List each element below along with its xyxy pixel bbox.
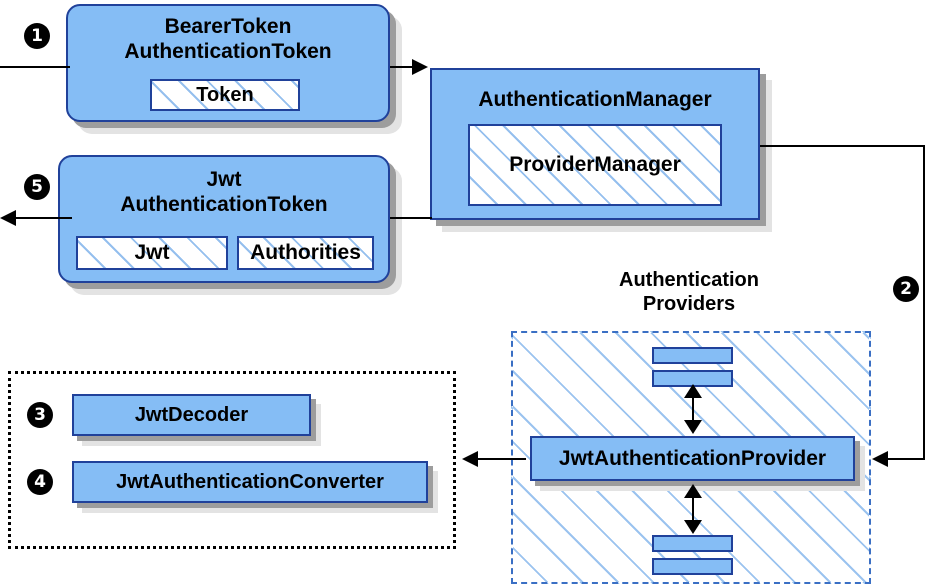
inner-box-provider-manager[interactable]: ProviderManager xyxy=(468,124,722,206)
arrowhead-into-provider xyxy=(872,451,888,467)
connector-provider-to-helpers xyxy=(478,458,526,460)
connector-provider-bottom xyxy=(692,488,694,532)
node-title-bearer-token: BearerToken AuthenticationToken xyxy=(124,15,332,63)
inner-box-token[interactable]: Token xyxy=(150,79,300,111)
provider-placeholder-bar-top-1 xyxy=(652,347,733,364)
inner-box-authorities-label: Authorities xyxy=(250,241,361,264)
step-marker-3: 3 xyxy=(27,402,53,428)
node-title-jwt-authentication-provider: JwtAuthenticationProvider xyxy=(558,446,827,470)
connector-bearer-to-manager xyxy=(390,66,422,68)
node-title-jwt-authentication-converter: JwtAuthenticationConverter xyxy=(116,470,384,493)
step-marker-2-label: 2 xyxy=(900,278,912,299)
connector-manager-out xyxy=(760,145,925,147)
inner-box-token-label: Token xyxy=(196,83,254,106)
step-marker-3-label: 3 xyxy=(34,404,46,425)
inner-box-authorities[interactable]: Authorities xyxy=(237,236,374,270)
step-marker-1: 1 xyxy=(24,23,50,49)
inner-box-jwt[interactable]: Jwt xyxy=(76,236,228,270)
connector-request-in xyxy=(0,66,70,68)
node-jwt-authentication-provider[interactable]: JwtAuthenticationProvider xyxy=(530,436,855,481)
node-title-jwt-authentication-token: Jwt AuthenticationToken xyxy=(120,168,328,216)
helpers-container xyxy=(8,371,456,549)
provider-placeholder-bar-bottom-2 xyxy=(652,558,733,575)
step-marker-2: 2 xyxy=(893,276,919,302)
step-marker-4-label: 4 xyxy=(34,471,46,492)
connector-response-out xyxy=(14,217,72,219)
node-title-authentication-manager: AuthenticationManager xyxy=(478,88,712,111)
label-authentication-providers: Authentication Providers xyxy=(619,269,759,315)
node-jwt-authentication-converter[interactable]: JwtAuthenticationConverter xyxy=(72,461,428,503)
node-title-jwt-decoder: JwtDecoder xyxy=(134,403,249,426)
arrowhead-provider-top-down xyxy=(684,420,702,434)
arrowhead-response-out xyxy=(0,210,16,226)
inner-box-jwt-label: Jwt xyxy=(134,241,170,264)
inner-box-provider-manager-label: ProviderManager xyxy=(509,153,681,176)
step-marker-5: 5 xyxy=(24,174,50,200)
arrowhead-provider-bottom-up xyxy=(684,484,702,498)
connector-provider-top xyxy=(692,388,694,432)
step-marker-4: 4 xyxy=(27,469,53,495)
arrowhead-provider-to-helpers xyxy=(462,451,478,467)
node-jwt-decoder[interactable]: JwtDecoder xyxy=(72,394,311,436)
step-marker-5-label: 5 xyxy=(31,176,43,197)
connector-into-provider xyxy=(886,458,925,460)
connector-manager-down xyxy=(923,145,925,459)
connector-manager-to-jwttoken xyxy=(390,217,432,219)
node-bearer-token-authentication-token[interactable]: BearerToken AuthenticationToken xyxy=(66,4,390,122)
arrowhead-provider-bottom-down xyxy=(684,520,702,534)
step-marker-1-label: 1 xyxy=(31,25,43,46)
arrowhead-provider-top-up xyxy=(684,384,702,398)
provider-placeholder-bar-bottom-1 xyxy=(652,535,733,552)
arrowhead-bearer-to-manager xyxy=(412,59,428,75)
